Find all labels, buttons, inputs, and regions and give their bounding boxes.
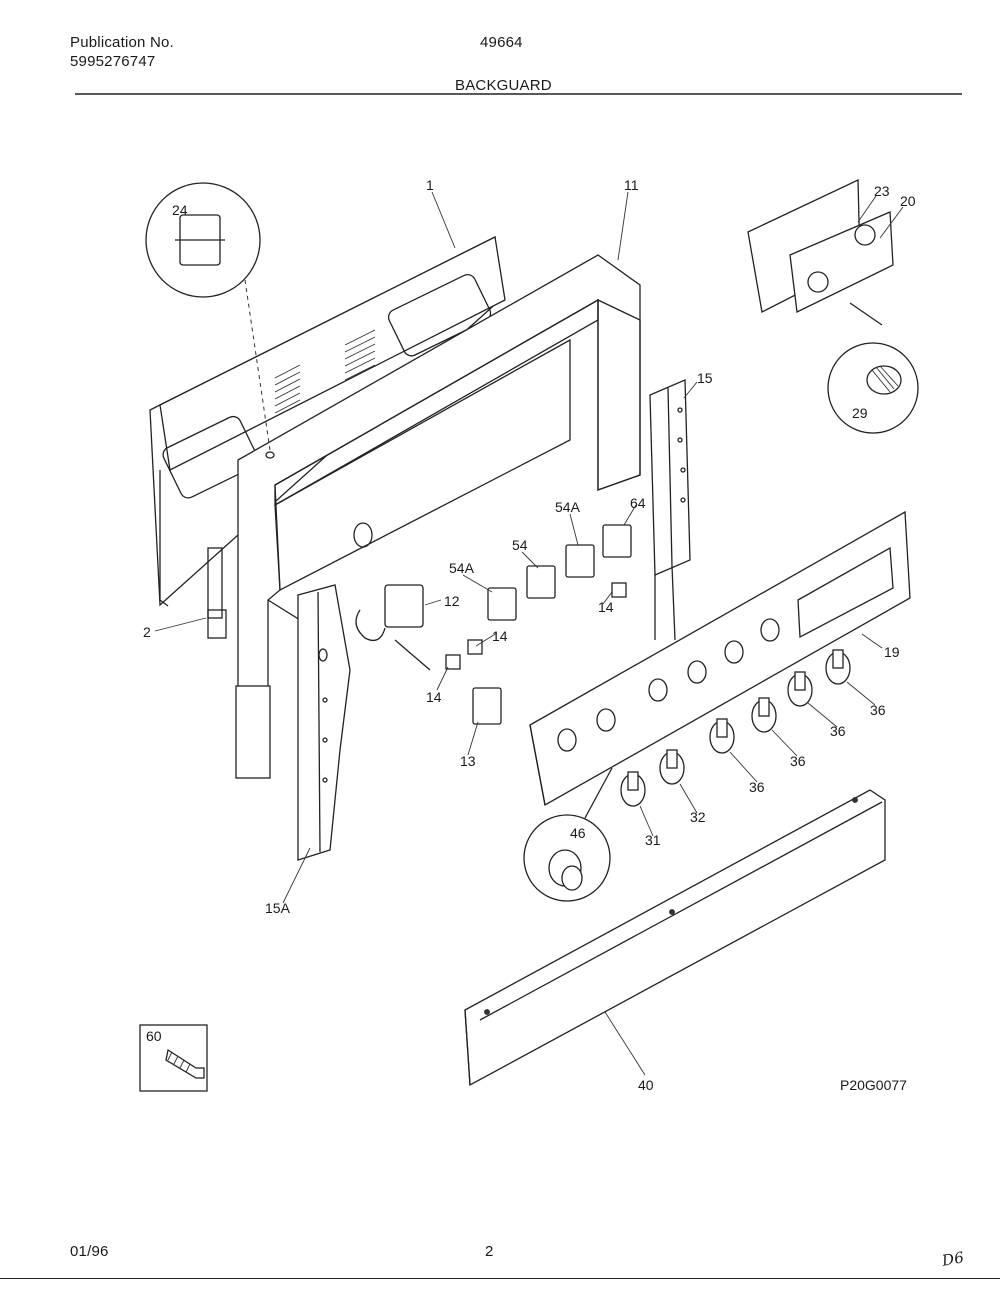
callout-32: 32 bbox=[690, 809, 706, 825]
callout-54: 54 bbox=[512, 537, 528, 553]
publication-label: Publication No. bbox=[70, 34, 174, 51]
switch-54 bbox=[526, 565, 556, 599]
switch-54A-top bbox=[565, 544, 595, 578]
callout-14-left: 14 bbox=[426, 689, 442, 705]
clock-assembly bbox=[747, 178, 894, 326]
knob-36-c bbox=[787, 671, 813, 707]
model-number: 49664 bbox=[480, 34, 523, 51]
knob-36-a bbox=[709, 718, 735, 754]
section-title: BACKGUARD bbox=[455, 77, 552, 94]
knob-36-b bbox=[751, 697, 777, 733]
right-bracket bbox=[649, 379, 691, 641]
switch-13 bbox=[472, 687, 502, 725]
lower-trim-40 bbox=[464, 789, 886, 1087]
knob-31 bbox=[620, 771, 646, 807]
callout-12: 12 bbox=[444, 593, 460, 609]
diagram-code: P20G0077 bbox=[840, 1077, 907, 1093]
callout-31: 31 bbox=[645, 832, 661, 848]
callout-36-a: 36 bbox=[870, 702, 886, 718]
knob-36-d bbox=[825, 649, 851, 685]
callout-13: 13 bbox=[460, 753, 476, 769]
callout-64: 64 bbox=[630, 495, 646, 511]
callout-14-right: 14 bbox=[598, 599, 614, 615]
footer-initials: D6 bbox=[940, 1248, 966, 1270]
callout-1: 1 bbox=[426, 177, 434, 193]
switch-64 bbox=[602, 524, 632, 558]
publication-number: 5995276747 bbox=[70, 53, 156, 70]
callout-15: 15 bbox=[697, 370, 713, 386]
callout-20: 20 bbox=[900, 193, 916, 209]
infinite-switch-12 bbox=[355, 584, 431, 671]
callout-15A: 15A bbox=[265, 900, 291, 916]
callout-2: 2 bbox=[143, 624, 151, 640]
callout-19: 19 bbox=[884, 644, 900, 660]
callout-36-d: 36 bbox=[749, 779, 765, 795]
control-panel bbox=[529, 510, 911, 807]
callout-36-b: 36 bbox=[830, 723, 846, 739]
footer-date: 01/96 bbox=[70, 1243, 109, 1260]
callout-46: 46 bbox=[570, 825, 586, 841]
screw-box-60 bbox=[139, 1024, 208, 1092]
callout-40: 40 bbox=[638, 1077, 654, 1093]
callout-54A-top: 54A bbox=[555, 499, 581, 515]
callout-11: 11 bbox=[624, 177, 639, 193]
callout-23: 23 bbox=[874, 183, 890, 199]
footer-rule bbox=[0, 1278, 1000, 1279]
callout-54A-left: 54A bbox=[449, 560, 475, 576]
left-bracket bbox=[297, 584, 351, 861]
callout-29: 29 bbox=[852, 405, 868, 421]
detail-circle-29 bbox=[827, 342, 919, 434]
detail-circle-24 bbox=[145, 182, 271, 451]
footer-page-number: 2 bbox=[485, 1243, 494, 1260]
callout-24: 24 bbox=[172, 202, 188, 218]
leader-lines bbox=[154, 191, 904, 1076]
detail-circle-46 bbox=[523, 767, 613, 902]
switch-54A-left bbox=[487, 587, 517, 621]
callout-14-center: 14 bbox=[492, 628, 508, 644]
knob-32 bbox=[659, 749, 685, 785]
callout-36-c: 36 bbox=[790, 753, 806, 769]
lower-filler-panel bbox=[235, 685, 271, 779]
callout-60: 60 bbox=[146, 1028, 162, 1044]
indicator-light-14 bbox=[445, 582, 627, 670]
